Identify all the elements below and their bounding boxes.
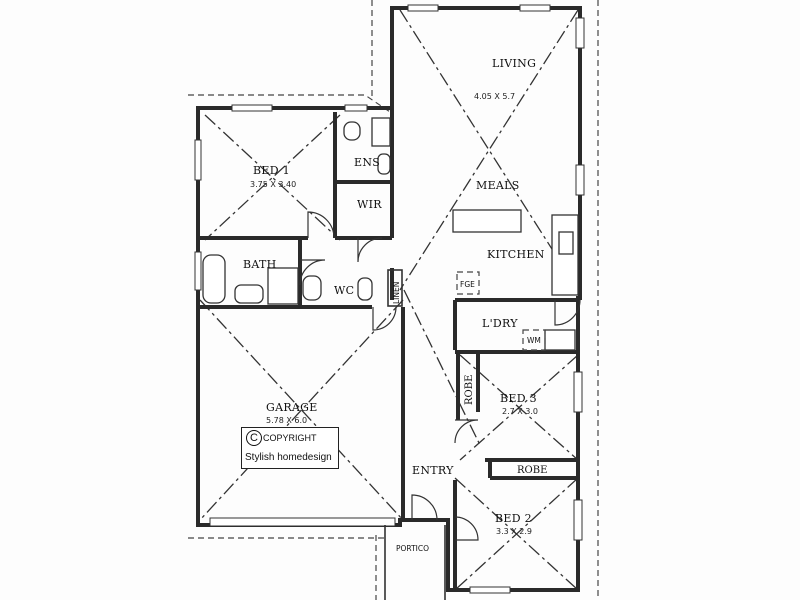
bath-label: BATH [243,258,277,271]
ldry-label: L'DRY [482,317,518,330]
portico-outline [384,525,446,600]
garage-dims: 5.78 X 6.0 [266,416,307,425]
bed3-label: BED 3 [500,392,537,405]
toilet-wc [357,277,373,301]
copyright-owner: Stylish homedesign [245,452,332,463]
shower-ens [371,117,391,147]
copyright-icon: C [246,430,262,446]
fixtures [202,117,579,351]
linen-cupboard [387,269,403,307]
entry-label: ENTRY [412,464,454,477]
shower-bath [267,267,299,305]
kitchen-island [452,209,522,233]
kitchen-bench [551,214,579,296]
wc-label: WC [334,284,354,297]
interior-walls [198,108,580,590]
bed2-dims: 3.3 X 2.9 [496,527,532,536]
toilet-ens [343,121,361,141]
living-label: LIVING [492,57,536,70]
linen-label: LINEN [392,282,401,304]
kitchen-label: KITCHEN [487,248,545,261]
basin-bath [234,284,264,304]
washer-space [522,329,546,351]
ens-label: ENS [354,156,380,169]
laundry-tub [544,329,576,351]
kitchen-sink [558,231,574,255]
garage-label: GARAGE [266,401,318,414]
robe-bed3-label: ROBE [464,375,475,405]
living-dims: 4.05 X 5.7 [474,92,515,101]
basin-ens [377,153,391,175]
portico-label: PORTICO [396,544,429,553]
bed1-label: BED 1 [253,164,290,177]
windows [194,4,585,594]
doors [299,211,581,541]
meals-label: MEALS [476,179,520,192]
fridge-space [456,271,480,295]
wir-label: WIR [357,198,382,211]
copyright-text: COPYRIGHT [263,433,317,443]
wm-label: WM [527,336,541,345]
bed1-dims: 3.75 X 3.40 [250,180,296,189]
fge-label: FGE [460,280,475,289]
basin-wc [302,275,322,301]
copyright-watermark: C COPYRIGHT Stylish homedesign [241,427,339,469]
bed2-label: BED 2 [495,512,532,525]
bed3-dims: 2.7 X 3.0 [502,407,538,416]
bathtub [202,254,226,304]
robe-bed2-label: ROBE [517,465,547,476]
